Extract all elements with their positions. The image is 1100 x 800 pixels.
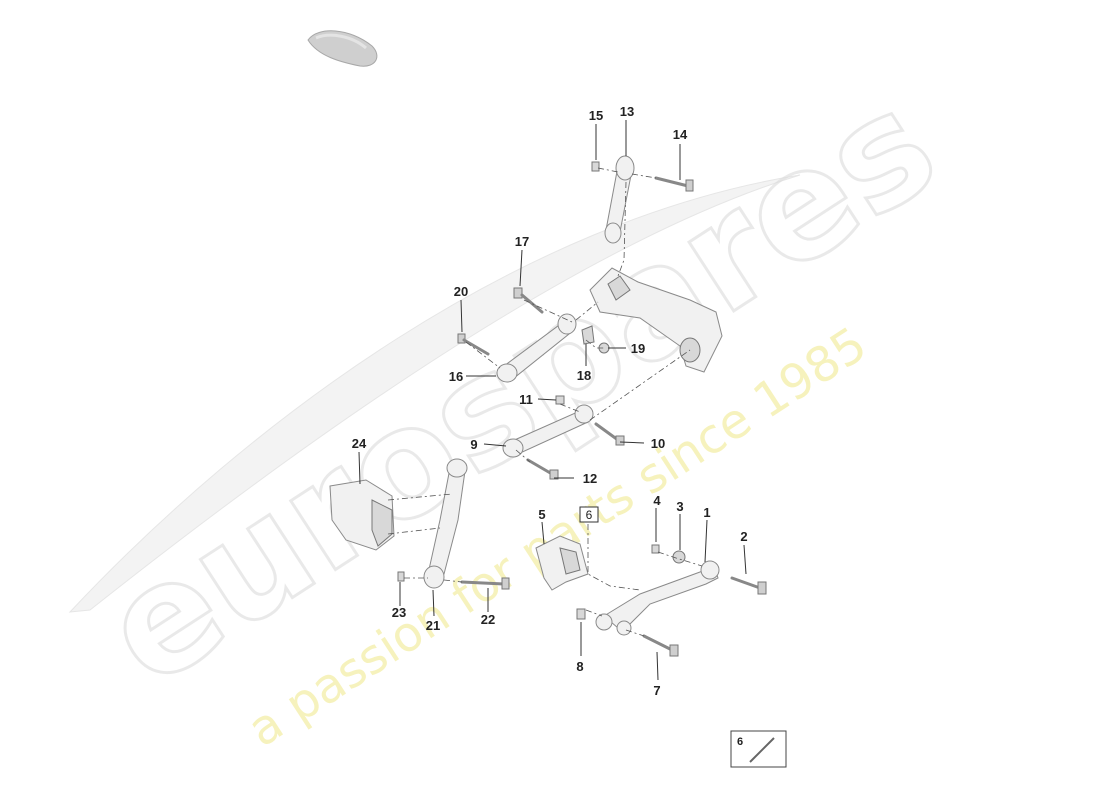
callout-22: 22 bbox=[481, 612, 495, 627]
nut-part bbox=[651, 544, 660, 554]
callout-15: 15 bbox=[589, 108, 603, 123]
lower-control-arm bbox=[595, 560, 720, 636]
callout-10: 10 bbox=[651, 436, 665, 451]
subframe-carrier bbox=[589, 267, 723, 373]
reference-box-6: 6 bbox=[579, 506, 599, 523]
nut-part bbox=[555, 395, 565, 405]
bolt-part bbox=[654, 176, 694, 192]
callout-8: 8 bbox=[576, 659, 583, 674]
toe-link-arm bbox=[604, 155, 635, 244]
nut-part bbox=[591, 161, 600, 172]
callout-1: 1 bbox=[703, 505, 710, 520]
callout-19: 19 bbox=[631, 341, 645, 356]
callout-9: 9 bbox=[470, 437, 477, 452]
assembly-lines bbox=[387, 167, 703, 637]
washer-part bbox=[672, 550, 686, 564]
car-silhouette-icon bbox=[307, 30, 378, 67]
callout-4: 4 bbox=[653, 493, 661, 508]
bolt-part bbox=[642, 634, 679, 657]
callout-21: 21 bbox=[426, 618, 440, 633]
callout-7: 7 bbox=[653, 683, 660, 698]
callout-11: 11 bbox=[519, 392, 533, 407]
watermark-swoosh bbox=[68, 174, 801, 613]
bolt-part bbox=[513, 287, 544, 314]
legend-box-label: 6 bbox=[737, 736, 743, 748]
callout-14: 14 bbox=[673, 127, 688, 142]
legend-line-icon bbox=[749, 737, 775, 763]
callout-20: 20 bbox=[454, 284, 468, 299]
leader-lines bbox=[358, 120, 747, 681]
trailing-link-arm bbox=[496, 313, 577, 383]
bracket-part bbox=[581, 325, 595, 345]
callout-23: 23 bbox=[392, 605, 406, 620]
nut-part bbox=[576, 608, 586, 620]
callout-18: 18 bbox=[577, 368, 591, 383]
callout-12: 12 bbox=[583, 471, 597, 486]
bolt-part bbox=[460, 577, 510, 590]
callout-2: 2 bbox=[740, 529, 747, 544]
callout-13: 13 bbox=[620, 104, 634, 119]
mount-bracket-housing bbox=[329, 479, 395, 551]
bolt-part bbox=[457, 333, 490, 356]
callout-16: 16 bbox=[449, 369, 463, 384]
wheel-carrier-link bbox=[423, 458, 468, 589]
callout-5: 5 bbox=[538, 507, 545, 522]
reference-box-label: 6 bbox=[586, 508, 593, 522]
shield-part bbox=[535, 535, 589, 591]
bolt-part bbox=[730, 576, 767, 595]
lateral-link-arm bbox=[502, 404, 594, 458]
callout-24: 24 bbox=[352, 436, 367, 451]
bolt-part bbox=[526, 458, 559, 480]
bolt-part bbox=[594, 422, 625, 446]
nut-part bbox=[397, 571, 405, 582]
legend-box-6: 6 bbox=[730, 730, 787, 768]
callout-17: 17 bbox=[515, 234, 529, 249]
callout-3: 3 bbox=[676, 499, 683, 514]
callout-labels: 1 2 3 4 5 7 8 9 10 11 12 13 14 15 16 17 … bbox=[352, 104, 748, 698]
